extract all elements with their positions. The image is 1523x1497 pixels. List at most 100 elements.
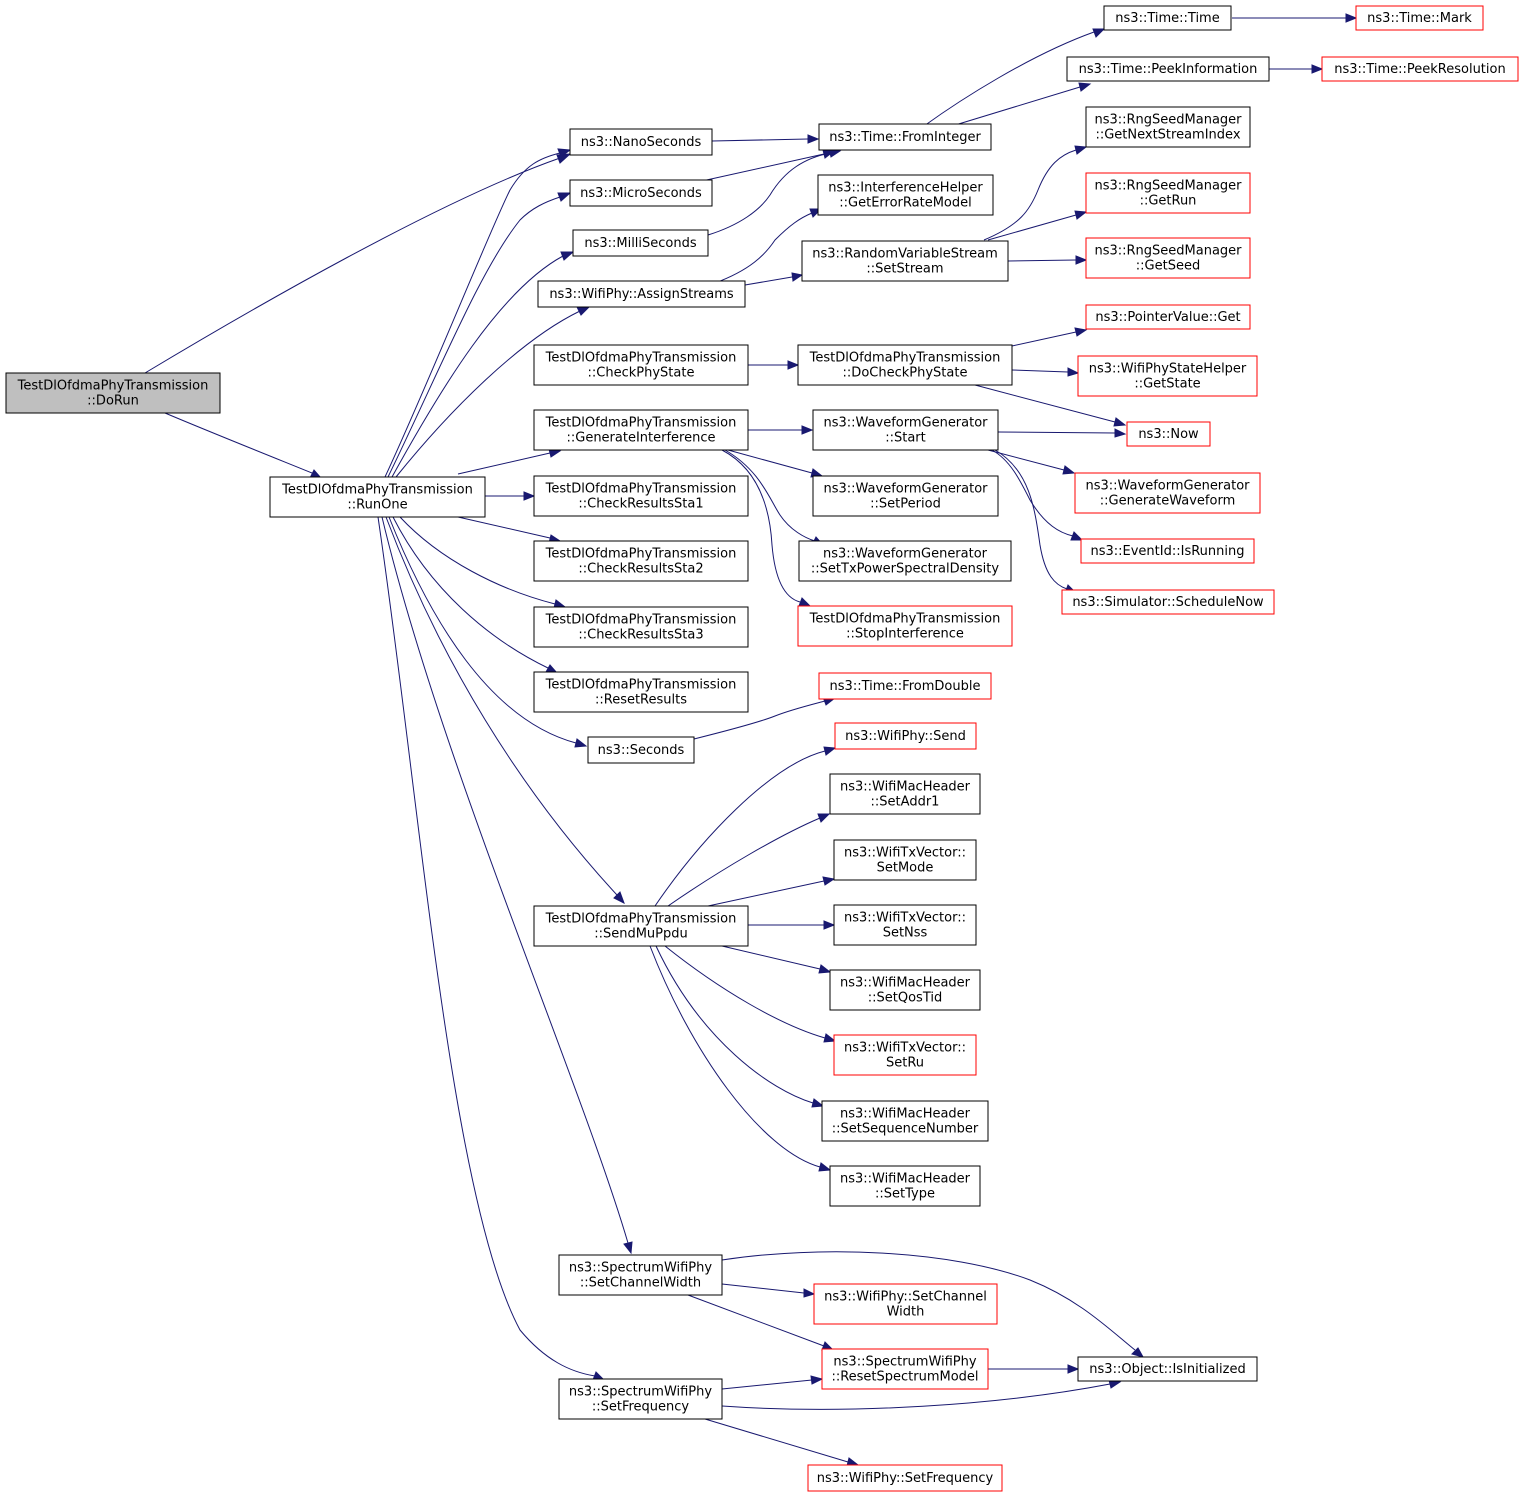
node-label: SetMode (877, 861, 934, 876)
node-sendmuppdu[interactable]: TestDlOfdmaPhyTransmission::SendMuPpdu (533, 905, 749, 947)
node-label: TestDlOfdmaPhyTransmission (809, 612, 1001, 627)
node-wp-send[interactable]: ns3::WifiPhy::Send (834, 722, 977, 750)
node-box (812, 475, 999, 517)
node-timemark[interactable]: ns3::Time::Mark (1355, 5, 1484, 31)
node-frominteger[interactable]: ns3::Time::FromInteger (818, 123, 992, 151)
edge-swpsetfreq-resetsm (721, 1375, 824, 1390)
node-geterm[interactable]: ns3::InterferenceHelper::GetErrorRateMod… (817, 174, 994, 216)
node-label: ns3::WifiPhyStateHelper (1089, 362, 1247, 377)
node-resetresults[interactable]: TestDlOfdmaPhyTransmission::ResetResults (533, 671, 749, 713)
node-wmh-setaddr1[interactable]: ns3::WifiMacHeader::SetAddr1 (829, 773, 981, 815)
node-box (1355, 5, 1484, 31)
edge-sendmuppdu-setmode (707, 876, 836, 907)
node-eid-isrunning[interactable]: ns3::EventId::IsRunning (1080, 538, 1255, 564)
node-box (834, 722, 977, 750)
node-wg-genwave[interactable]: ns3::WaveformGenerator::GenerateWaveform (1074, 472, 1261, 514)
node-label: ::CheckResultsSta2 (578, 562, 703, 577)
edge-runone-nanoseconds (384, 148, 572, 478)
edge-timetime-timemark (1232, 13, 1358, 23)
edge-sendmuppdu-setaddr1 (667, 813, 831, 907)
node-label: ns3::Time::FromInteger (829, 130, 981, 145)
node-label: ::GetState (1134, 377, 1200, 392)
edge-wgstart-isrunning (991, 449, 1084, 541)
node-milliseconds[interactable]: ns3::MilliSeconds (572, 229, 709, 257)
node-swp-setfreq[interactable]: ns3::SpectrumWifiPhy::SetFrequency (558, 1378, 723, 1420)
node-wpsh-getstate[interactable]: ns3::WifiPhyStateHelper::GetState (1077, 355, 1258, 397)
edge-swpsetchw-isinit (721, 1251, 1145, 1358)
node-wtv-setru[interactable]: ns3::WifiTxVector::SetRu (833, 1034, 977, 1076)
node-label: ns3::PointerValue::Get (1095, 310, 1240, 325)
node-box (5, 372, 221, 414)
node-label: ::SetSequenceNumber (832, 1122, 979, 1137)
node-label: ns3::SpectrumWifiPhy (569, 1385, 712, 1400)
node-stopinterf[interactable]: TestDlOfdmaPhyTransmission::StopInterfer… (797, 605, 1013, 647)
edge-swpsetchw-wpsetchw (721, 1283, 816, 1298)
node-box (1080, 538, 1255, 564)
node-label: TestDlOfdmaPhyTransmission (545, 912, 737, 927)
node-wmh-settype[interactable]: ns3::WifiMacHeader::SetType (829, 1165, 981, 1207)
node-box (533, 606, 749, 648)
node-rvs-setstream[interactable]: ns3::RandomVariableStream::SetStream (801, 240, 1009, 282)
node-label: ::StopInterference (846, 627, 964, 642)
node-label: ns3::WifiMacHeader (840, 780, 971, 795)
node-label: SetNss (883, 926, 928, 941)
node-fromdouble[interactable]: ns3::Time::FromDouble (818, 672, 992, 700)
edge-sendmuppdu-setseq (655, 945, 825, 1108)
node-wp-setchw[interactable]: ns3::WifiPhy::SetChannelWidth (813, 1283, 998, 1325)
node-box (813, 1283, 998, 1325)
node-label: ::SetChannelWidth (580, 1276, 701, 1291)
node-nanoseconds[interactable]: ns3::NanoSeconds (569, 128, 713, 156)
node-peekres[interactable]: ns3::Time::PeekResolution (1321, 56, 1519, 82)
edge-peekinfo-peekres (1269, 64, 1324, 74)
node-wg-start[interactable]: ns3::WaveformGenerator::Start (812, 409, 999, 451)
node-label: ns3::WifiTxVector:: (844, 911, 966, 926)
node-wg-setperiod[interactable]: ns3::WaveformGenerator::SetPeriod (812, 475, 999, 517)
node-label: ns3::RandomVariableStream (812, 247, 998, 262)
node-assignstreams[interactable]: ns3::WifiPhy::AssignStreams (537, 280, 746, 308)
node-rsm-getseed[interactable]: ns3::RngSeedManager::GetSeed (1085, 237, 1251, 279)
node-checksta1[interactable]: TestDlOfdmaPhyTransmission::CheckResults… (533, 475, 749, 517)
node-obj-isinit[interactable]: ns3::Object::IsInitialized (1077, 1356, 1258, 1382)
node-label: ::GetNextStreamIndex (1095, 128, 1240, 143)
node-rsm-getnsi[interactable]: ns3::RngSeedManager::GetNextStreamIndex (1085, 106, 1251, 148)
node-label: SetRu (886, 1056, 924, 1071)
node-wmh-setseq[interactable]: ns3::WifiMacHeader::SetSequenceNumber (821, 1100, 989, 1142)
node-peekinfo[interactable]: ns3::Time::PeekInformation (1066, 56, 1270, 82)
node-box (829, 969, 981, 1011)
node-wp-setfreq[interactable]: ns3::WifiPhy::SetFrequency (807, 1464, 1003, 1492)
node-timetime[interactable]: ns3::Time::Time (1103, 5, 1232, 31)
node-label: ::GetSeed (1136, 259, 1200, 274)
node-checkphystate[interactable]: TestDlOfdmaPhyTransmission::CheckPhyStat… (533, 344, 749, 386)
node-docheckphystate[interactable]: TestDlOfdmaPhyTransmission::DoCheckPhySt… (797, 344, 1013, 386)
node-label: ns3::WaveformGenerator (823, 547, 988, 562)
node-box (798, 540, 1012, 582)
node-label: ::GetRun (1140, 194, 1197, 209)
node-swp-resetsm[interactable]: ns3::SpectrumWifiPhy::ResetSpectrumModel (821, 1348, 989, 1390)
node-label: TestDlOfdmaPhyTransmission (545, 678, 737, 693)
node-checksta3[interactable]: TestDlOfdmaPhyTransmission::CheckResults… (533, 606, 749, 648)
node-rsm-getrun[interactable]: ns3::RngSeedManager::GetRun (1085, 172, 1251, 214)
node-microseconds[interactable]: ns3::MicroSeconds (569, 179, 713, 207)
edge-runone-resetresults (392, 516, 559, 674)
node-label: ns3::EventId::IsRunning (1090, 544, 1244, 559)
node-runone[interactable]: TestDlOfdmaPhyTransmission::RunOne (269, 476, 486, 518)
node-wmh-setqostid[interactable]: ns3::WifiMacHeader::SetQosTid (829, 969, 981, 1011)
node-wtv-setmode[interactable]: ns3::WifiTxVector::SetMode (833, 839, 977, 881)
edge-wgstart-now (997, 428, 1127, 438)
node-sim-schednow[interactable]: ns3::Simulator::ScheduleNow (1061, 589, 1275, 615)
node-label: ::SendMuPpdu (594, 927, 688, 942)
node-box (1066, 56, 1270, 82)
node-wtv-setnss[interactable]: ns3::WifiTxVector::SetNss (833, 904, 977, 946)
node-now[interactable]: ns3::Now (1126, 421, 1211, 447)
node-box (533, 671, 749, 713)
node-label: ns3::WaveformGenerator (823, 482, 988, 497)
node-checksta2[interactable]: TestDlOfdmaPhyTransmission::CheckResults… (533, 540, 749, 582)
node-label: ns3::Time::PeekResolution (1334, 62, 1505, 77)
node-geninterf[interactable]: TestDlOfdmaPhyTransmission::GenerateInte… (533, 409, 749, 451)
node-seconds[interactable]: ns3::Seconds (587, 736, 695, 764)
edge-microseconds-frominteger (701, 149, 836, 182)
edge-dorun-nanoseconds (144, 153, 572, 374)
node-swp-setchw[interactable]: ns3::SpectrumWifiPhy::SetChannelWidth (558, 1254, 723, 1296)
node-pv-get[interactable]: ns3::PointerValue::Get (1085, 304, 1251, 330)
node-wg-settxpsd[interactable]: ns3::WaveformGenerator::SetTxPowerSpectr… (798, 540, 1012, 582)
